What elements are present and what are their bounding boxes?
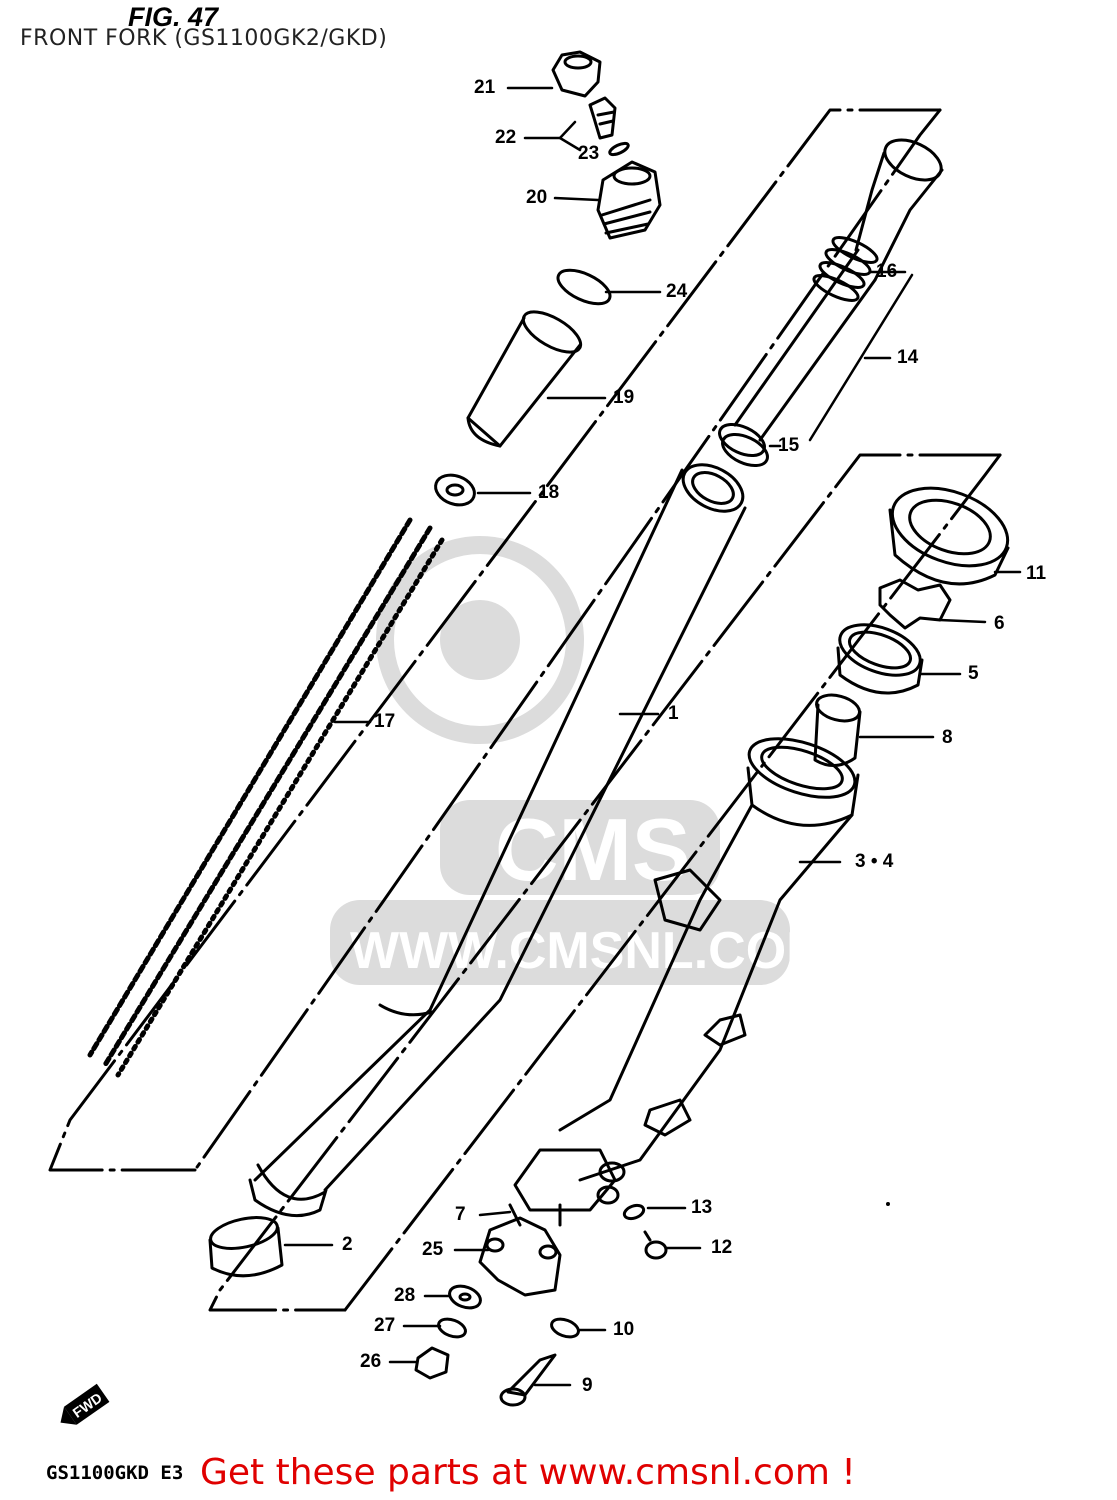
label-part-18[interactable]: 18 <box>538 482 560 503</box>
part-19-spacer <box>466 310 583 448</box>
label-part-9[interactable]: 9 <box>582 1375 593 1396</box>
label-part-27[interactable]: 27 <box>374 1315 396 1336</box>
part-20-fork-cap-bolt <box>596 160 662 240</box>
part-13-washer <box>622 1203 646 1221</box>
label-part-14[interactable]: 14 <box>897 347 919 368</box>
label-part-25[interactable]: 25 <box>422 1239 444 1260</box>
label-part-6[interactable]: 6 <box>994 613 1005 634</box>
part-3-4-outer-tube <box>513 737 860 1212</box>
part-5-oil-seal <box>836 623 924 695</box>
label-part-23[interactable]: 23 <box>578 143 600 164</box>
label-part-16[interactable]: 16 <box>876 261 898 282</box>
part-28-washer <box>448 1284 482 1310</box>
part-10-washer <box>550 1317 580 1339</box>
part-27-spring-washer <box>437 1317 467 1339</box>
part-1-inner-tube <box>248 463 747 1218</box>
part-2-bushing <box>208 1216 284 1278</box>
diagram-title: FRONT FORK (GS1100GK2/GKD) <box>20 26 388 51</box>
label-part-19[interactable]: 19 <box>613 387 635 408</box>
group-outline-left <box>48 108 942 1172</box>
part-11-dust-seal <box>888 486 1010 586</box>
part-9-drain-bolt <box>499 1353 557 1407</box>
label-part-1[interactable]: 1 <box>668 703 679 724</box>
figure-number: FIG. 47 <box>128 2 219 32</box>
part-22-air-valve <box>588 96 617 140</box>
label-part-11[interactable]: 11 <box>1026 563 1047 584</box>
part-25-axle-holder <box>478 1203 562 1297</box>
forward-arrow-icon: FWD <box>60 1383 110 1425</box>
watermark-url: WWW.CMSNL.COM <box>350 922 829 980</box>
label-part-26[interactable]: 26 <box>360 1351 382 1372</box>
label-part-7[interactable]: 7 <box>455 1204 466 1225</box>
label-part-24[interactable]: 24 <box>666 281 688 302</box>
label-part-12[interactable]: 12 <box>711 1237 733 1258</box>
part-23-o-ring <box>608 141 630 157</box>
model-code: GS1100GKD E3 <box>46 1462 184 1484</box>
leader-lines <box>283 86 1022 1387</box>
label-part-3-4[interactable]: 3 • 4 <box>855 851 894 872</box>
part-21-cap <box>551 50 602 98</box>
group-outline-right <box>208 453 1002 1312</box>
label-part-2[interactable]: 2 <box>342 1234 353 1255</box>
promo-link[interactable]: Get these parts at www.cmsnl.com ! <box>200 1452 856 1493</box>
label-part-21[interactable]: 21 <box>474 77 496 98</box>
group-outline-left-2 <box>193 108 942 1172</box>
part-14-damper-rod <box>733 138 944 442</box>
label-part-22[interactable]: 22 <box>495 127 517 148</box>
watermark-logo <box>330 536 790 985</box>
part-18-spring-seat <box>434 473 476 507</box>
part-15-rebound-spring <box>718 422 769 468</box>
label-part-5[interactable]: 5 <box>968 663 979 684</box>
label-part-28[interactable]: 28 <box>394 1285 416 1306</box>
label-part-20[interactable]: 20 <box>526 187 548 208</box>
part-12-bolt <box>643 1230 668 1260</box>
group-outline-right-2 <box>343 453 1002 1312</box>
label-part-13[interactable]: 13 <box>691 1197 713 1218</box>
label-part-15[interactable]: 15 <box>778 435 800 456</box>
label-part-8[interactable]: 8 <box>942 727 953 748</box>
part-8-oil-lock-piece <box>813 693 862 767</box>
part-26-nut <box>414 1346 450 1380</box>
label-part-10[interactable]: 10 <box>613 1319 635 1340</box>
part-17-fork-spring <box>87 517 445 1078</box>
label-part-17[interactable]: 17 <box>374 711 396 732</box>
part-24-o-ring <box>556 268 612 306</box>
